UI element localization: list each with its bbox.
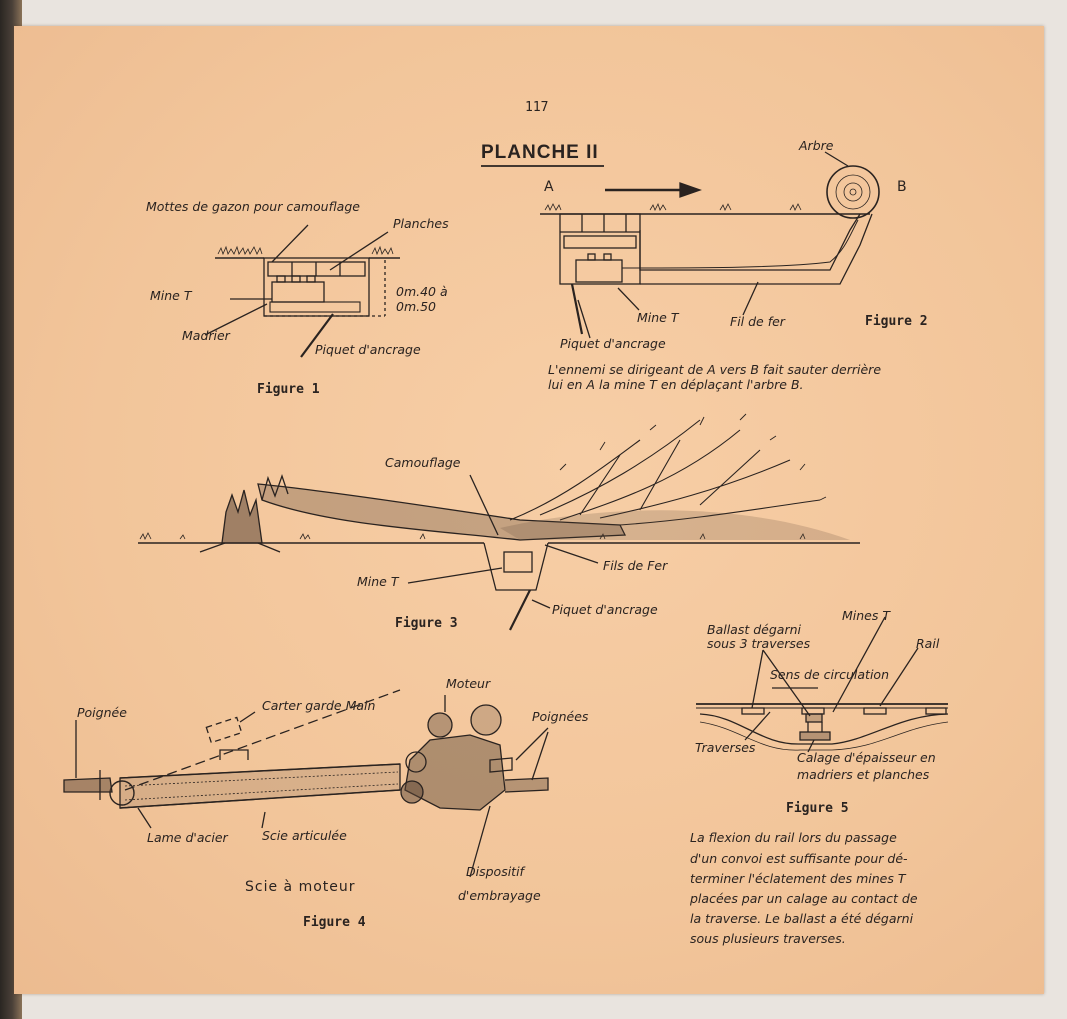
fig1-caption: Figure 1 (257, 382, 320, 397)
fig2-label-b: B (897, 179, 907, 195)
fig4-label-carter: Carter garde Main (262, 698, 376, 713)
fig5-label-mines: Mines T (842, 608, 890, 623)
fig1-label-planches: Planches (393, 216, 449, 231)
figure-2-drawing (540, 151, 880, 339)
fig1-label-piquet: Piquet d'ancrage (315, 342, 421, 357)
fig3-label-fils: Fils de Fer (603, 558, 668, 573)
fig1-label-mottes: Mottes de gazon pour camouflage (146, 199, 360, 214)
fig5-note-line-2: d'un convoi est suffisante pour dé- (690, 851, 908, 866)
fig3-label-camouflage: Camouflage (385, 455, 461, 470)
page-title: PLANCHE II (481, 142, 599, 163)
fig5-label-sens: Sens de circulation (770, 667, 889, 682)
fig1-label-madrier: Madrier (182, 328, 230, 343)
fig4-label-poignee: Poignée (77, 705, 127, 720)
fig5-note-line-4: placées par un calage au contact de (690, 891, 918, 906)
figure-4-drawing (63, 689, 549, 878)
fig5-label-calage-2: madriers et planches (797, 767, 930, 782)
fig2-label-mine: Mine T (637, 310, 679, 325)
fig5-label-calage-1: Calage d'épaisseur en (797, 750, 936, 765)
figure-5-drawing (696, 616, 949, 753)
fig5-label-ballast-1: Ballast dégarni (707, 622, 801, 637)
figure-1-drawing (204, 224, 400, 358)
fig5-note-line-5: la traverse. Le ballast a été dégarni (690, 911, 914, 926)
fig1-label-mine: Mine T (150, 288, 192, 303)
document-page (14, 26, 1044, 994)
fig5-caption: Figure 5 (786, 801, 849, 816)
fig4-caption: Figure 4 (303, 915, 366, 930)
fig5-label-traverses: Traverses (695, 740, 756, 755)
fig2-label-fil: Fil de fer (730, 314, 785, 329)
fig4-label-moteur: Moteur (446, 676, 491, 691)
fig2-label-arbre: Arbre (799, 138, 834, 153)
fig2-label-piquet: Piquet d'ancrage (560, 336, 666, 351)
fig4-label-poignees: Poignées (532, 709, 589, 724)
fig5-label-rail: Rail (916, 636, 940, 651)
fig5-note-line-6: sous plusieurs traverses. (690, 931, 846, 946)
fig4-subtitle: Scie à moteur (245, 879, 356, 895)
fig3-label-mine: Mine T (357, 574, 399, 589)
fig4-label-scie: Scie articulée (262, 828, 347, 843)
fig4-label-dispositif-2: d'embrayage (458, 888, 541, 903)
fig4-label-dispositif-1: Dispositif (466, 864, 524, 879)
fig5-note-line-3: terminer l'éclatement des mines T (690, 871, 906, 886)
fig2-note-line-1: L'ennemi se dirigeant de A vers B fait s… (548, 362, 882, 377)
fig5-note-line-1: La flexion du rail lors du passage (690, 830, 897, 845)
fig4-label-lame: Lame d'acier (147, 830, 228, 845)
fig1-label-depth-2: 0m.50 (396, 299, 437, 314)
fig2-note-line-2: lui en A la mine T en déplaçant l'arbre … (548, 377, 804, 392)
fig2-caption: Figure 2 (865, 314, 928, 329)
fig2-label-a: A (544, 179, 554, 195)
fig3-label-piquet: Piquet d'ancrage (552, 602, 658, 617)
fig5-label-ballast-2: sous 3 traverses (707, 636, 811, 651)
fig1-label-depth-1: 0m.40 à (396, 284, 448, 299)
page-number: 117 (525, 100, 549, 115)
fig3-caption: Figure 3 (395, 616, 458, 631)
figure-3-drawing (138, 413, 860, 631)
